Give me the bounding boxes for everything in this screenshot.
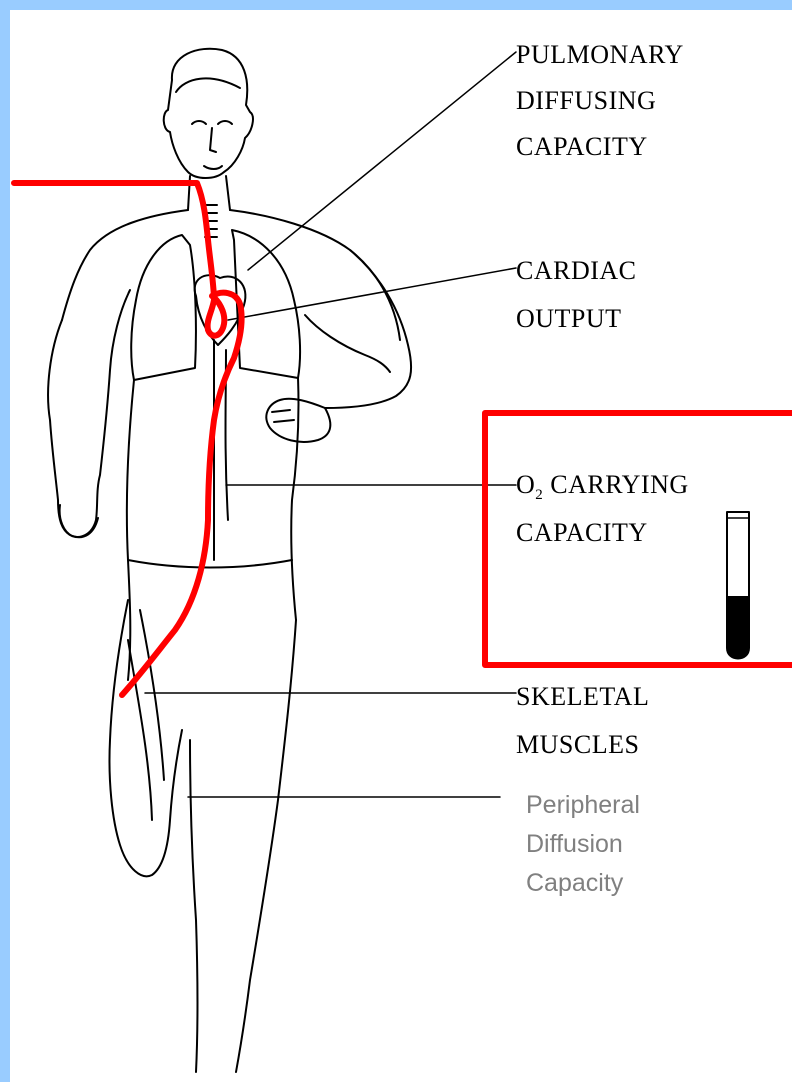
left-eye (192, 121, 206, 124)
neck-right (226, 176, 230, 210)
skeletal-label-1: SKELETAL (516, 684, 649, 710)
nose (210, 128, 216, 152)
peripheral-label-1: Peripheral (526, 793, 640, 818)
standing-leg-inner (190, 740, 198, 1072)
peripheral-label-3: Capacity (526, 871, 623, 896)
oxygen-o: O (516, 470, 535, 499)
oxygen-label-2: CAPACITY (516, 520, 648, 546)
cardiac-label-1: CARDIAC (516, 258, 637, 284)
mouth (204, 166, 222, 169)
pulmonary-label-1: PULMONARY (516, 42, 684, 68)
blood-test-tube-icon (727, 512, 749, 659)
pulmonary-label-3: CAPACITY (516, 134, 648, 160)
hair-line (176, 78, 240, 92)
right-eye (218, 121, 232, 124)
left-forearm (305, 315, 390, 372)
skeletal-label-2: MUSCLES (516, 732, 639, 758)
standing-leg-outer (236, 620, 296, 1072)
pulmonary-leader (248, 52, 516, 270)
shoulders (62, 210, 400, 340)
torso-right (291, 378, 298, 620)
diagram-canvas: PULMONARY DIFFUSING CAPACITY CARDIAC OUT… (10, 10, 792, 1082)
pulmonary-label-2: DIFFUSING (516, 88, 656, 114)
peripheral-label-2: Diffusion (526, 832, 623, 857)
cardiac-label-2: OUTPUT (516, 306, 622, 332)
left-lung (131, 235, 196, 380)
thigh-muscle-a (140, 610, 164, 780)
human-figure (10, 10, 792, 1082)
oxygen-rest: CARRYING (543, 470, 688, 499)
oxygen-label-1: O2 CARRYING (516, 472, 689, 503)
right-arm (48, 290, 130, 537)
oxygen-path-highlight (14, 183, 242, 695)
head-outline (164, 49, 253, 178)
waist-line (128, 560, 292, 568)
torso-left (127, 380, 134, 680)
cardiac-leader (228, 268, 516, 320)
